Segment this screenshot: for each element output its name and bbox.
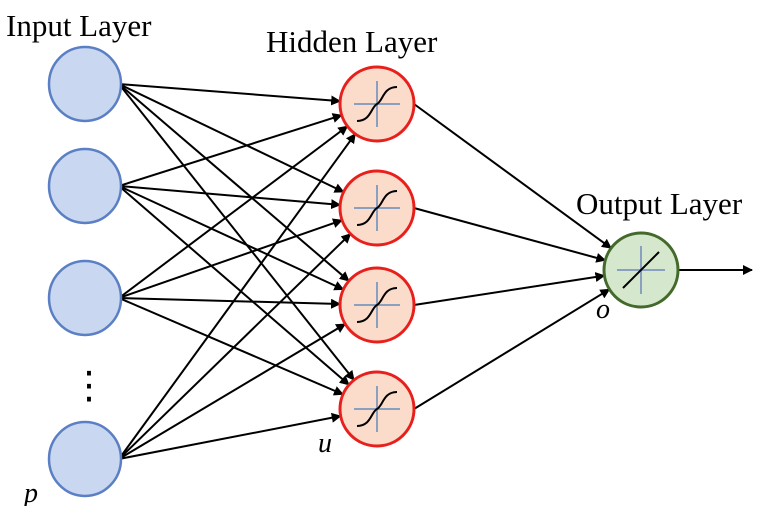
output-node-symbol: o bbox=[596, 294, 610, 325]
nodes bbox=[47, 45, 680, 498]
sigmoid-icon bbox=[354, 81, 400, 127]
connection-input-3-hidden-2 bbox=[118, 218, 344, 299]
input-node-3 bbox=[47, 259, 123, 337]
connection-input-2-hidden-3 bbox=[118, 185, 345, 291]
sigmoid-icon bbox=[354, 386, 400, 432]
hidden-node-symbol: u bbox=[318, 428, 332, 459]
input-node-2 bbox=[47, 147, 123, 225]
connection-hidden-4-output bbox=[413, 288, 611, 410]
input-node-1 bbox=[47, 45, 123, 123]
connection-input-4-hidden-4 bbox=[118, 412, 342, 460]
hidden-node-2 bbox=[338, 169, 416, 247]
connection-input-2-hidden-1 bbox=[118, 113, 343, 187]
connection-hidden-1-output bbox=[413, 103, 612, 249]
linear-activation-icon bbox=[617, 246, 665, 294]
connection-input-3-hidden-3 bbox=[118, 297, 342, 309]
connection-input-4-hidden-1 bbox=[118, 133, 357, 460]
connection-input-1-hidden-1 bbox=[118, 83, 342, 106]
output-node bbox=[602, 231, 680, 309]
connection-input-4-hidden-3 bbox=[118, 323, 347, 460]
hidden-layer-title: Hidden Layer bbox=[266, 24, 438, 59]
output-layer-title: Output Layer bbox=[576, 186, 743, 221]
input-layer-title: Input Layer bbox=[6, 8, 152, 43]
input-node-symbol: p bbox=[22, 478, 38, 506]
hidden-node-1 bbox=[338, 65, 416, 143]
connection-hidden-3-output bbox=[413, 272, 606, 306]
connection-input-2-hidden-4 bbox=[118, 185, 350, 386]
sigmoid-icon bbox=[354, 185, 400, 231]
ellipsis-indicator: ⋮ bbox=[70, 363, 108, 407]
hidden-node-3 bbox=[338, 266, 416, 344]
connection-input-2-hidden-2 bbox=[118, 185, 342, 210]
connection-input-4-hidden-2 bbox=[118, 233, 352, 460]
input-node-4 bbox=[47, 420, 123, 498]
connection-input-3-hidden-4 bbox=[118, 297, 344, 396]
connection-input-1-hidden-3 bbox=[118, 83, 350, 282]
connection-input-3-hidden-1 bbox=[118, 125, 349, 299]
connection-input-1-hidden-4 bbox=[118, 83, 355, 381]
hidden-node-4 bbox=[338, 370, 416, 448]
sigmoid-icon bbox=[354, 282, 400, 328]
connections bbox=[118, 83, 753, 460]
connection-input-1-hidden-2 bbox=[118, 83, 345, 193]
connection-hidden-2-output bbox=[413, 207, 607, 263]
